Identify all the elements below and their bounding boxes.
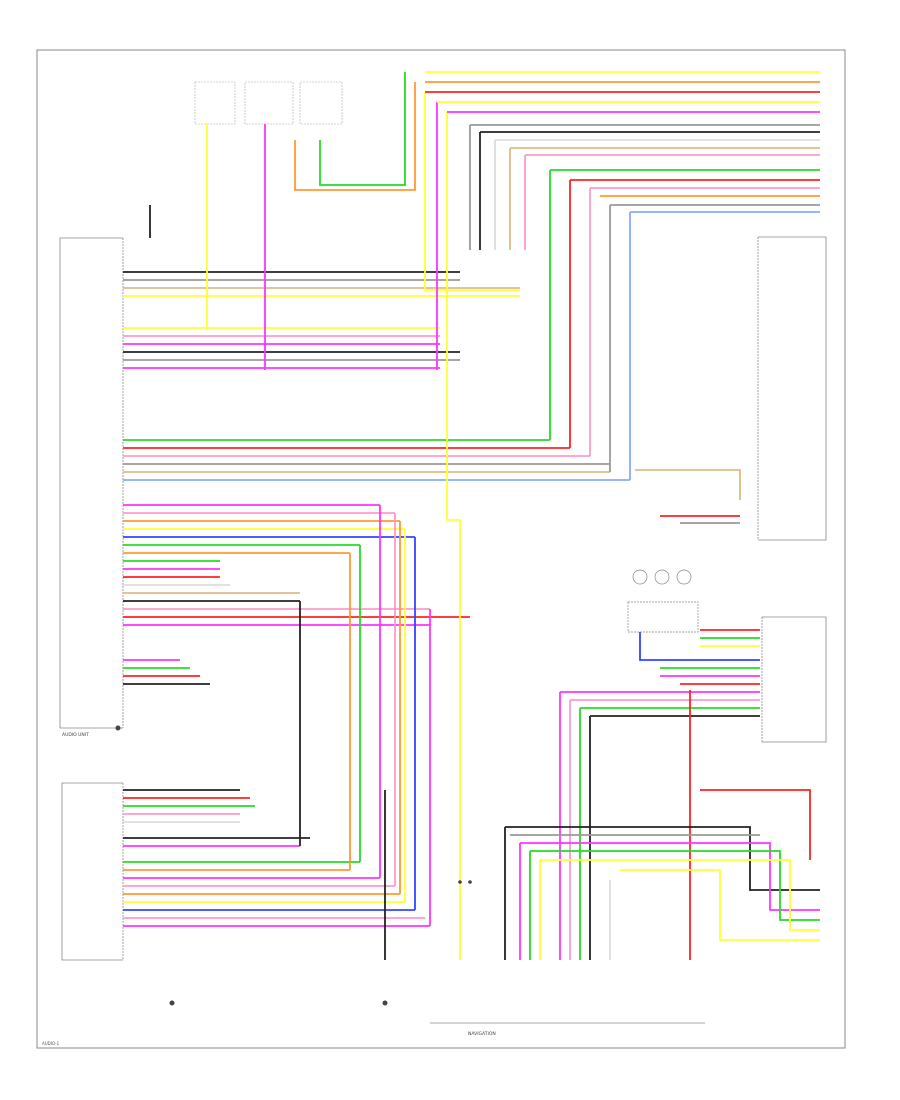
steering-bluetooth-wires [559,469,811,960]
navigation-wires [504,826,820,960]
rear-audio-wires [123,505,431,960]
combination-switch [627,569,699,633]
fuse-drops [149,124,266,370]
diagram-border [36,49,846,1049]
steering-switch-box [757,236,827,541]
page-reference: AUDIO-1 [42,1041,60,1046]
bluetooth-unit-box [761,616,827,743]
audio-unit-pin-rows [123,271,630,685]
rear-audio-box [61,782,124,961]
ground-symbols [115,725,472,1006]
fuse-blocks [194,81,343,125]
audio-unit-label: AUDIO UNIT [62,732,89,738]
navigation-label: NAVIGATION [468,1031,496,1037]
vertical-buses [294,71,820,960]
audio-unit-box: AUDIO UNIT [59,237,124,738]
